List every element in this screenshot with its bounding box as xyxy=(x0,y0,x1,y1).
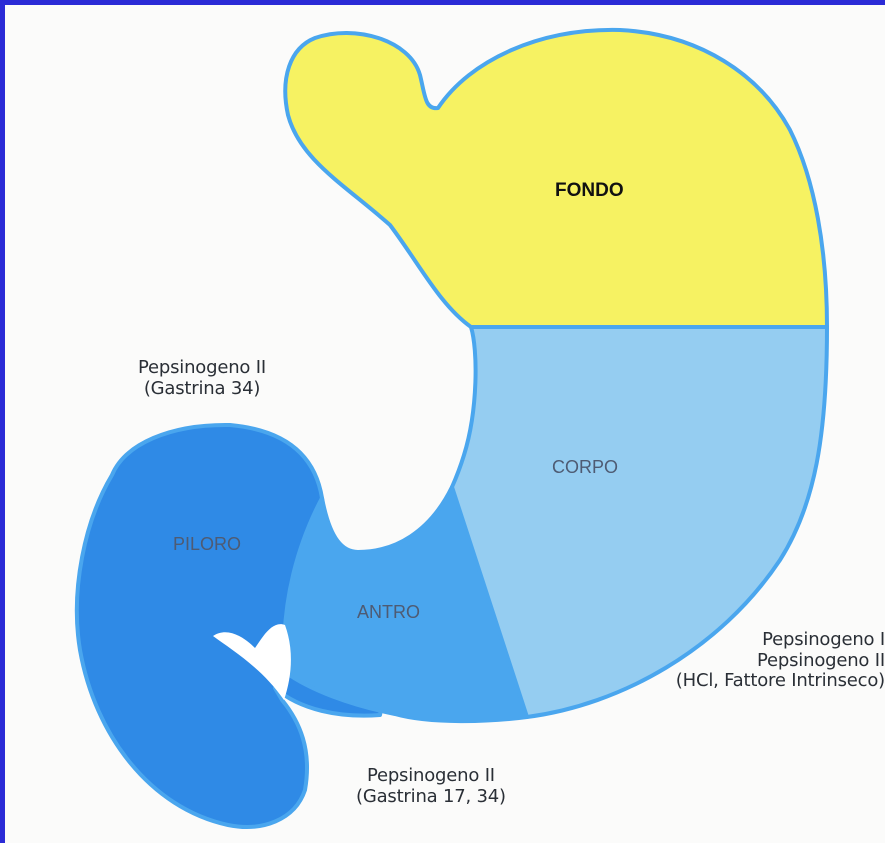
piloro-annotation-line2: (Gastrina 34) xyxy=(138,379,266,400)
corpo-annotation-line3: (HCl, Fattore Intrinseco) xyxy=(666,671,885,692)
antro-annotation-line2: (Gastrina 17, 34) xyxy=(356,787,506,808)
antro-annotation: Pepsinogeno II (Gastrina 17, 34) xyxy=(356,766,506,807)
corpo-annotation: Pepsinogeno I Pepsinogeno II (HCl, Fatto… xyxy=(666,630,885,692)
corpo-label: CORPO xyxy=(552,457,618,478)
antro-annotation-line1: Pepsinogeno II xyxy=(356,766,506,787)
corpo-annotation-line2: Pepsinogeno II xyxy=(666,651,885,672)
piloro-annotation: Pepsinogeno II (Gastrina 34) xyxy=(138,358,266,399)
corpo-annotation-line1: Pepsinogeno I xyxy=(666,630,885,651)
piloro-annotation-line1: Pepsinogeno II xyxy=(138,358,266,379)
piloro-label: PILORO xyxy=(173,534,241,555)
antro-label: ANTRO xyxy=(357,602,420,623)
fondo-region xyxy=(285,30,827,327)
fondo-label: FONDO xyxy=(555,180,624,202)
